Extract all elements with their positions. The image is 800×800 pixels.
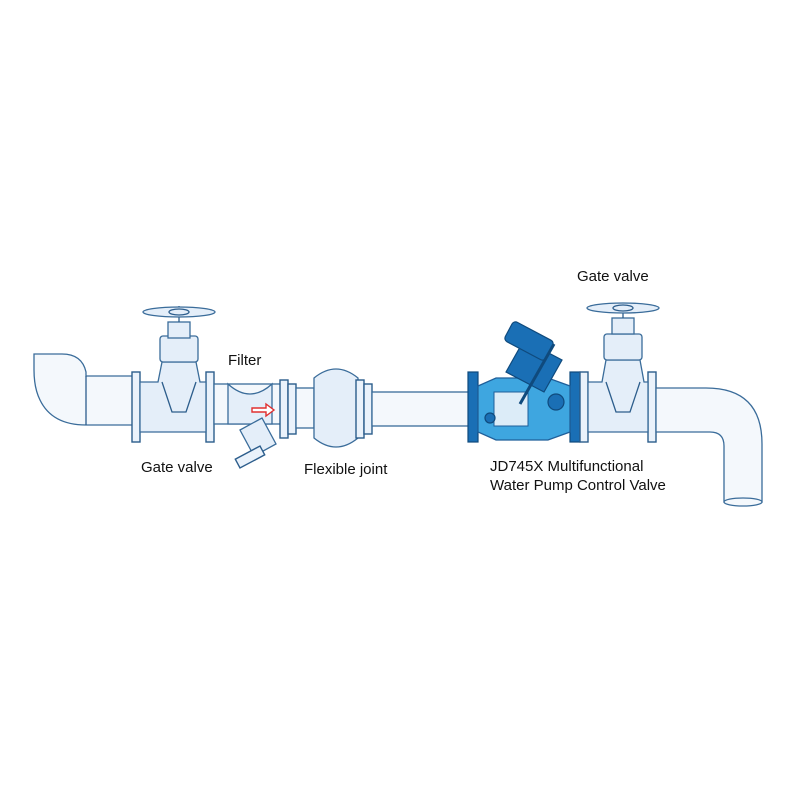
label-gate-valve-right: Gate valve	[577, 268, 649, 285]
label-control-valve-line2: Water Pump Control Valve	[490, 477, 666, 494]
gate-valve-left	[131, 306, 216, 443]
outlet-elbow-pipe	[655, 387, 763, 507]
handwheel-icon	[586, 302, 660, 314]
label-flexible-joint: Flexible joint	[304, 461, 388, 478]
gate-valve-right	[579, 302, 660, 443]
control-valve	[467, 321, 581, 443]
label-control-valve-line1: JD745X Multifunctional	[490, 458, 643, 475]
handwheel-icon	[142, 306, 216, 318]
inlet-elbow-pipe	[33, 353, 135, 426]
flexible-joint	[279, 368, 373, 448]
label-gate-valve-left: Gate valve	[141, 459, 213, 476]
middle-pipe	[371, 391, 473, 427]
y-strainer-filter	[213, 382, 285, 469]
right-arrow-icon	[251, 402, 276, 418]
label-filter: Filter	[228, 352, 261, 369]
